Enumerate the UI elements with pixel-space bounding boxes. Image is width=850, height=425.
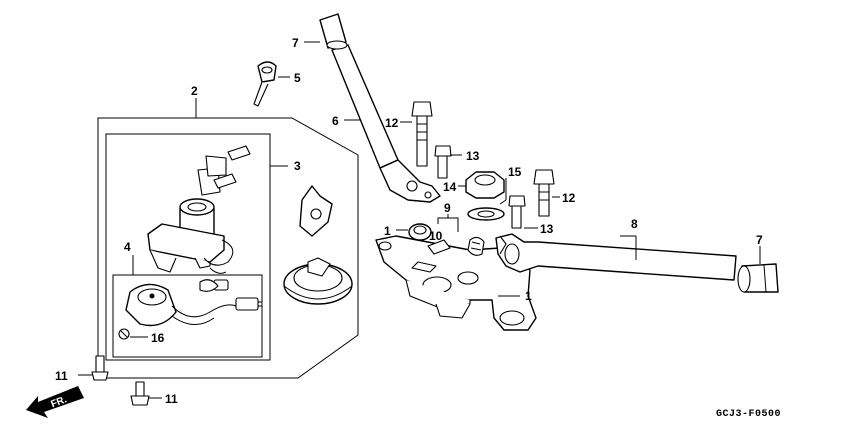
callout-9: 9: [444, 201, 451, 215]
rubber-10: [427, 239, 451, 255]
handlebar-holder: [375, 235, 537, 331]
bolt-13-right: [508, 195, 526, 229]
bolt-12-left: [411, 101, 433, 167]
callout-14: 14: [443, 180, 457, 194]
callout-5: 5: [294, 71, 301, 85]
switch-assembly: [125, 279, 262, 327]
cap-1: [408, 223, 432, 241]
callout-13-left: 13: [466, 149, 480, 163]
callout-13-right: 13: [540, 222, 554, 236]
callout-10: 10: [429, 229, 443, 243]
ignition-switch: [147, 145, 251, 291]
group-box-4: [112, 274, 263, 358]
callout-12-right: 12: [562, 191, 576, 205]
callout-11-upper: 11: [55, 369, 68, 383]
bolt-11-upper: [91, 355, 109, 381]
grip-end-7-upper: [319, 13, 348, 50]
callout-1-left: 1: [384, 224, 391, 238]
washer-15: [467, 207, 505, 221]
callout-7-right: 7: [756, 233, 763, 247]
bolt-13-left: [434, 145, 452, 179]
group-box-3: [105, 133, 271, 361]
front-direction-arrow: FR.: [26, 386, 84, 418]
group-box-2: [97, 117, 359, 379]
front-label: FR.: [49, 394, 68, 410]
handlebar-right: [495, 233, 737, 281]
key-5: [253, 61, 277, 107]
callout-1-right: 1: [525, 289, 532, 303]
callout-3: 3: [294, 159, 301, 173]
drawing-code: GCJ3-F0500: [716, 409, 781, 420]
lock-parts: [283, 185, 353, 305]
callout-11-lower: 11: [165, 392, 178, 406]
grip-end-7-right: [737, 263, 779, 293]
screw-16: [118, 328, 130, 340]
callout-4: 4: [124, 240, 131, 254]
handlebar-left: [331, 44, 441, 203]
callout-15: 15: [508, 165, 522, 179]
rubber-9: [467, 236, 485, 256]
callout-6: 6: [332, 114, 339, 128]
callout-8: 8: [631, 217, 638, 231]
callout-12-left: 12: [385, 116, 399, 130]
callout-2: 2: [191, 84, 198, 98]
callout-7-upper: 7: [292, 36, 299, 50]
bolt-11-lower: [130, 381, 150, 406]
bolt-12-right: [533, 169, 555, 217]
callout-16: 16: [151, 331, 165, 345]
nut-14: [465, 171, 505, 199]
